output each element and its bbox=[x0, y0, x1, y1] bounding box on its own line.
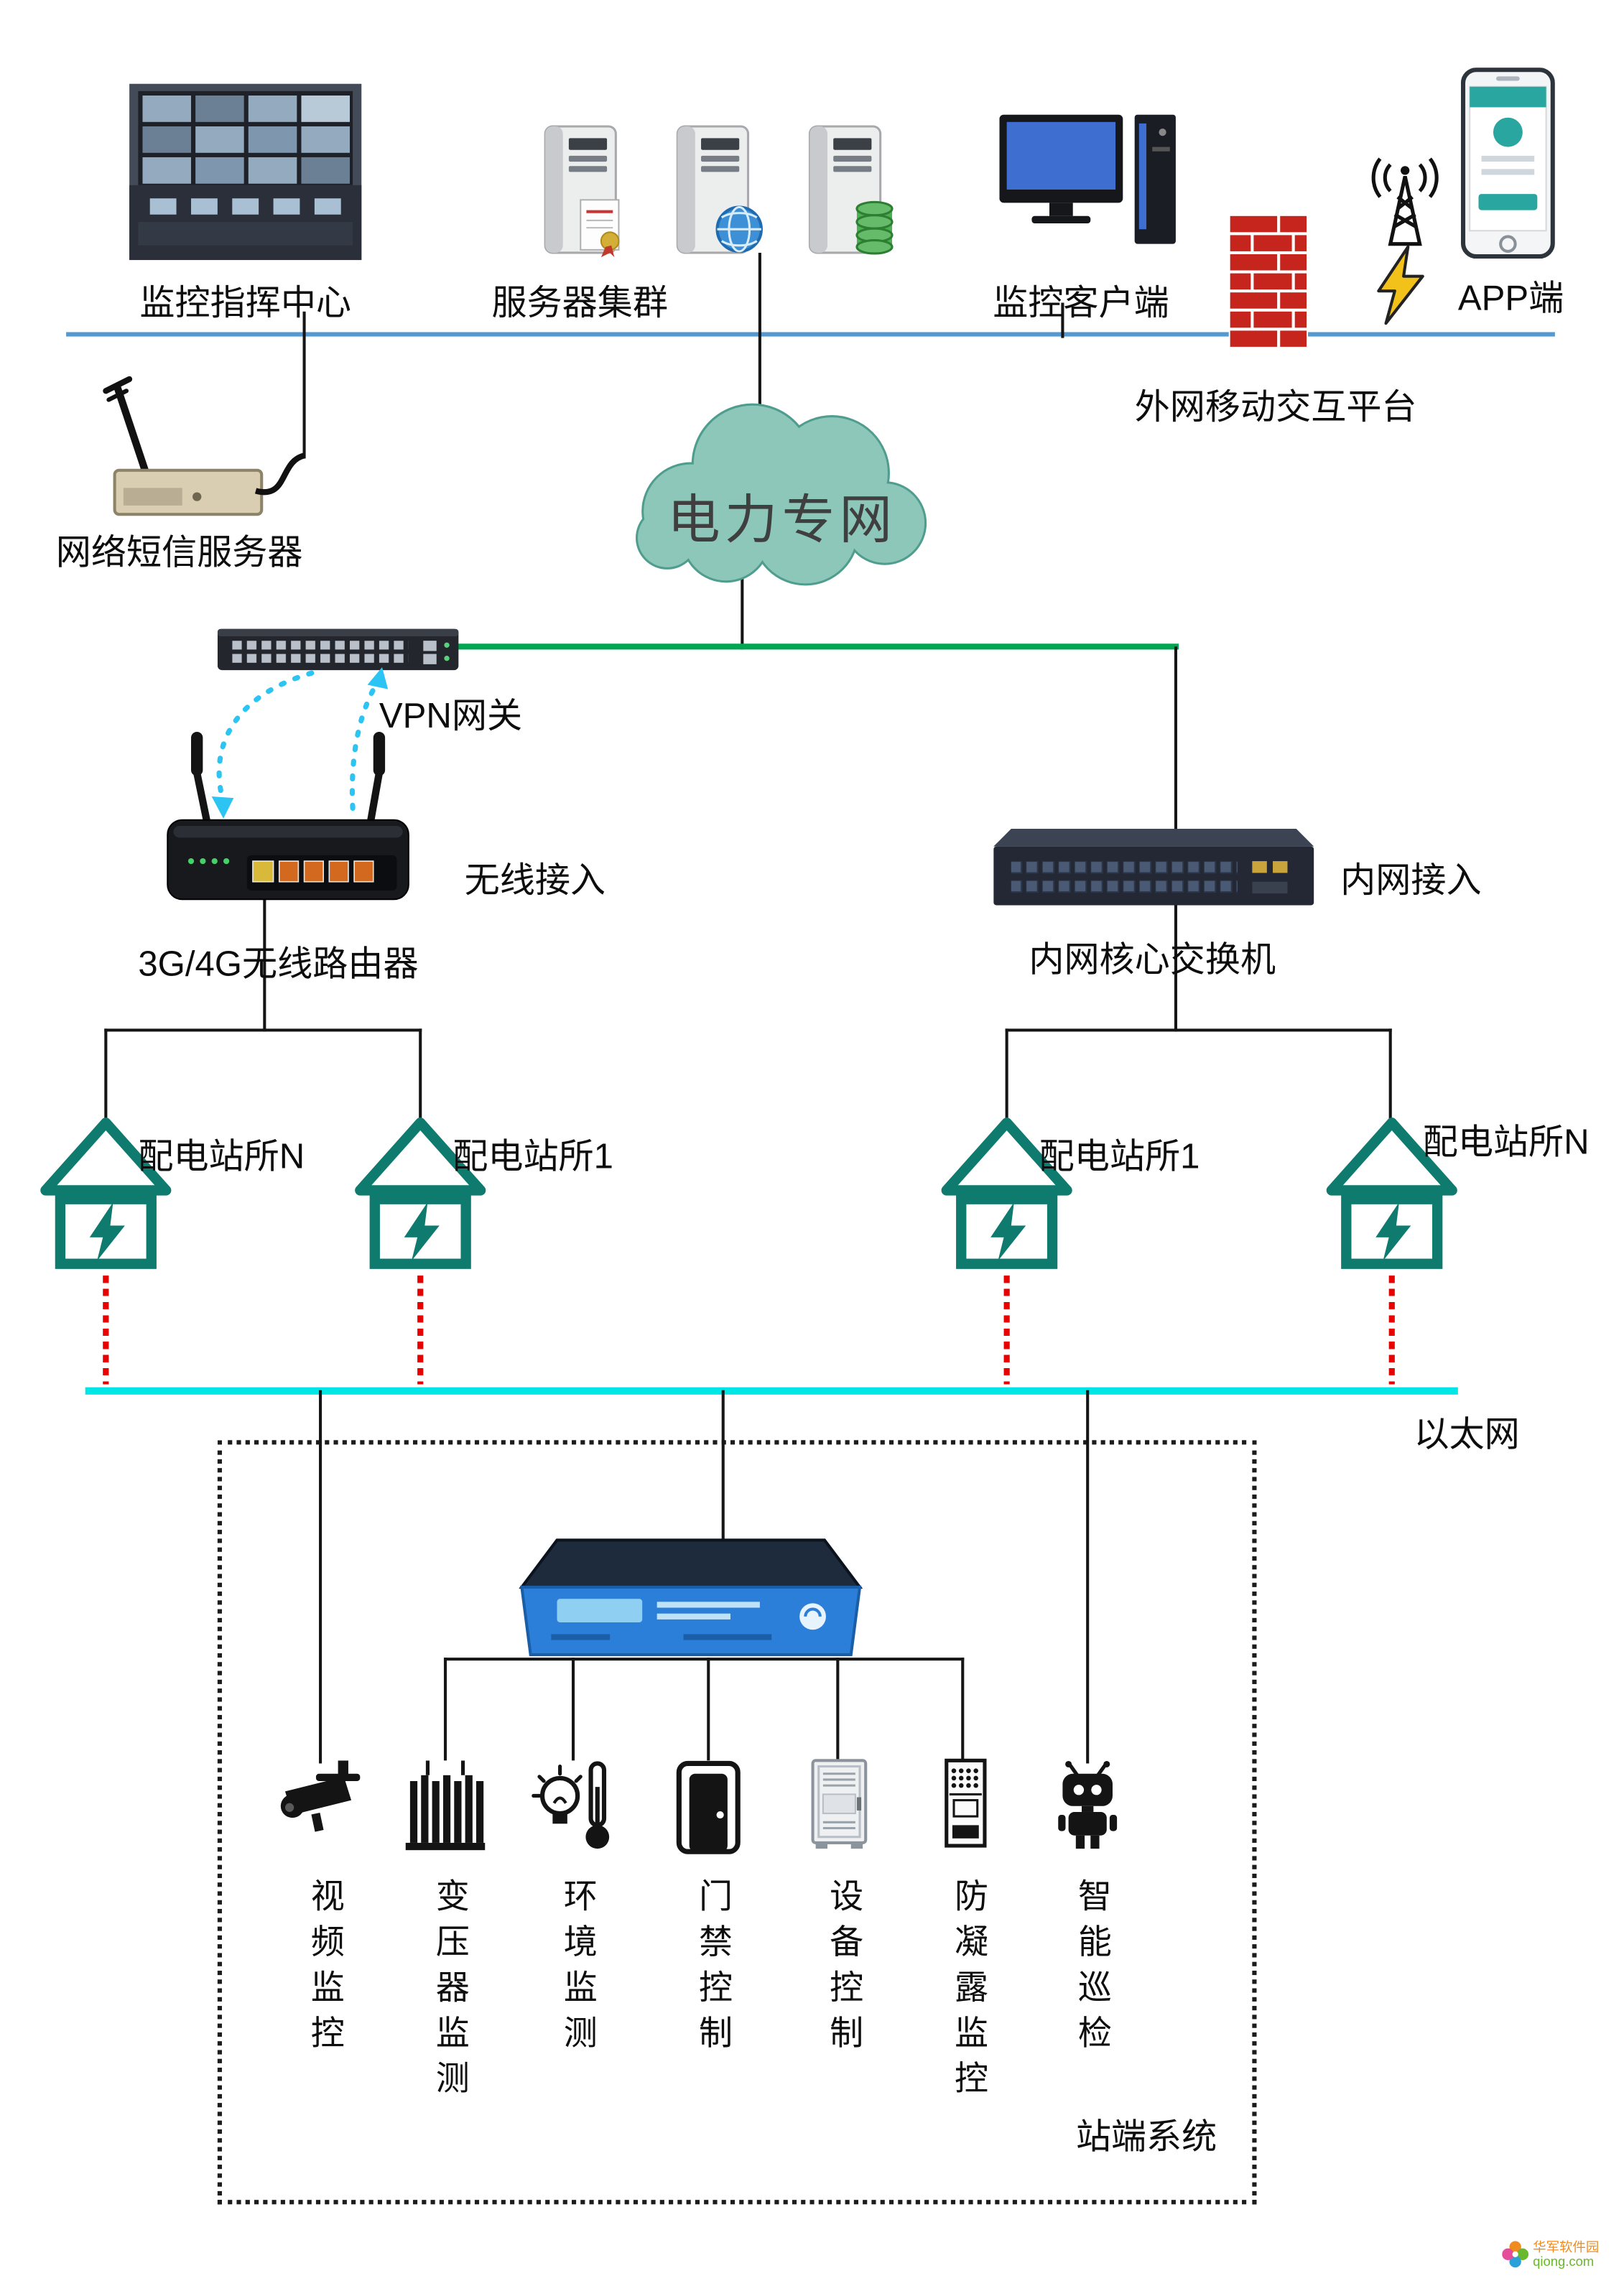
lightning-icon bbox=[1377, 245, 1424, 325]
substation-left-1-label: 配电站所1 bbox=[453, 1137, 614, 1178]
transformer-icon bbox=[405, 1760, 486, 1851]
terminal-label-environment: 环境监测 bbox=[558, 1878, 597, 2060]
sms-server-label: 网络短信服务器 bbox=[55, 533, 303, 574]
terminal-label-door: 门禁控制 bbox=[693, 1878, 733, 2060]
camera-icon bbox=[280, 1760, 361, 1832]
substation-right-n-label: 配电站所N bbox=[1422, 1123, 1590, 1163]
dotted-link-right-1 bbox=[1003, 1275, 1010, 1385]
cabinet-icon bbox=[811, 1759, 868, 1849]
line-right-branch bbox=[1005, 1028, 1392, 1032]
line-house-left-n bbox=[104, 1028, 108, 1120]
dotted-link-right-n bbox=[1388, 1275, 1395, 1385]
dotted-link-left-n bbox=[103, 1275, 109, 1385]
vpn-switch-image bbox=[217, 628, 459, 671]
ethernet-line bbox=[85, 1387, 1458, 1395]
terminal-label-video: 视频监控 bbox=[305, 1878, 344, 2060]
core-switch-image bbox=[993, 829, 1314, 906]
line-terminal-bus bbox=[443, 1658, 965, 1661]
line-coreswitch-branch bbox=[1174, 905, 1178, 1032]
app-phone-image bbox=[1460, 68, 1555, 259]
substation-left-n-label: 配电站所N bbox=[138, 1137, 305, 1178]
line-backbone-coreswitch bbox=[1174, 646, 1178, 830]
station-system-box bbox=[217, 1440, 1257, 2205]
door-icon bbox=[676, 1760, 741, 1854]
line-monitor-unit bbox=[721, 1390, 725, 1540]
environment-icon bbox=[532, 1761, 610, 1849]
external-platform-label: 外网移动交互平台 bbox=[1134, 388, 1417, 428]
station-system-label: 站端系统 bbox=[1075, 2117, 1217, 2157]
substation-house-right-n bbox=[1326, 1117, 1457, 1269]
firewall-icon bbox=[1228, 214, 1309, 350]
anti-condensation-icon bbox=[945, 1758, 987, 1848]
line-command-center bbox=[302, 311, 306, 459]
line-left-branch bbox=[104, 1028, 422, 1032]
line-house-right-n bbox=[1388, 1028, 1392, 1120]
terminal-label-equipment: 设备控制 bbox=[824, 1878, 863, 2060]
cloud-label: 电力专网 bbox=[667, 490, 896, 549]
line-cloud-backbone bbox=[741, 567, 744, 650]
line-house-right-1 bbox=[1005, 1028, 1008, 1120]
line-transformer bbox=[443, 1658, 447, 1761]
watermark-flower-icon bbox=[1502, 2241, 1529, 2268]
command-center-label: 监控指挥中心 bbox=[139, 283, 352, 324]
terminal-label-transformer: 变压器监测 bbox=[430, 1878, 469, 2106]
backbone-green-line bbox=[455, 643, 1179, 650]
line-router-branch bbox=[263, 899, 266, 1032]
app-label: APP端 bbox=[1457, 279, 1564, 320]
client-computer-image bbox=[999, 114, 1176, 244]
watermark-line1: 华军软件园 bbox=[1533, 2239, 1600, 2254]
server-cluster-label: 服务器集群 bbox=[491, 283, 668, 324]
wireless-router-image bbox=[167, 732, 409, 901]
line-robot bbox=[1086, 1390, 1090, 1764]
wireless-link-arrows bbox=[211, 666, 389, 819]
server-tower-2 bbox=[676, 125, 763, 254]
command-center-image bbox=[129, 83, 362, 261]
line-client bbox=[1061, 302, 1064, 338]
terminal-label-robot: 智能巡检 bbox=[1072, 1878, 1111, 2060]
client-label: 监控客户端 bbox=[993, 283, 1169, 324]
watermark: 华军软件园 qiong.com bbox=[1502, 2239, 1599, 2269]
power-network-cloud: 电力专网 bbox=[635, 403, 927, 586]
vpn-gateway-label: VPN网关 bbox=[379, 696, 523, 737]
signal-tower-icon bbox=[1371, 157, 1439, 246]
server-tower-3 bbox=[808, 125, 894, 255]
line-door bbox=[707, 1658, 710, 1761]
intranet-access-label: 内网接入 bbox=[1340, 861, 1482, 901]
substation-house-left-1 bbox=[355, 1117, 486, 1269]
line-servers-cloud bbox=[758, 252, 761, 427]
wireless-access-label: 无线接入 bbox=[464, 861, 606, 901]
external-bus-line bbox=[66, 332, 1555, 337]
substation-right-1-label: 配电站所1 bbox=[1039, 1137, 1200, 1178]
dotted-link-left-1 bbox=[417, 1275, 424, 1385]
sms-server-image bbox=[103, 376, 305, 516]
line-condensation bbox=[961, 1658, 965, 1761]
line-environment bbox=[571, 1658, 575, 1761]
line-camera bbox=[319, 1390, 323, 1764]
ethernet-label: 以太网 bbox=[1414, 1415, 1520, 1455]
substation-house-right-1 bbox=[941, 1117, 1072, 1269]
substation-house-left-n bbox=[40, 1117, 172, 1269]
core-switch-label: 内网核心交换机 bbox=[1029, 940, 1276, 980]
monitoring-unit-image bbox=[519, 1538, 863, 1657]
robot-icon bbox=[1058, 1760, 1118, 1849]
server-tower-1 bbox=[544, 125, 620, 258]
watermark-line2: qiong.com bbox=[1533, 2254, 1595, 2269]
line-house-left-1 bbox=[419, 1028, 422, 1120]
terminal-label-condensation: 防凝露监控 bbox=[949, 1878, 988, 2106]
router-label: 3G/4G无线路由器 bbox=[138, 944, 419, 985]
line-cabinet bbox=[836, 1658, 840, 1761]
